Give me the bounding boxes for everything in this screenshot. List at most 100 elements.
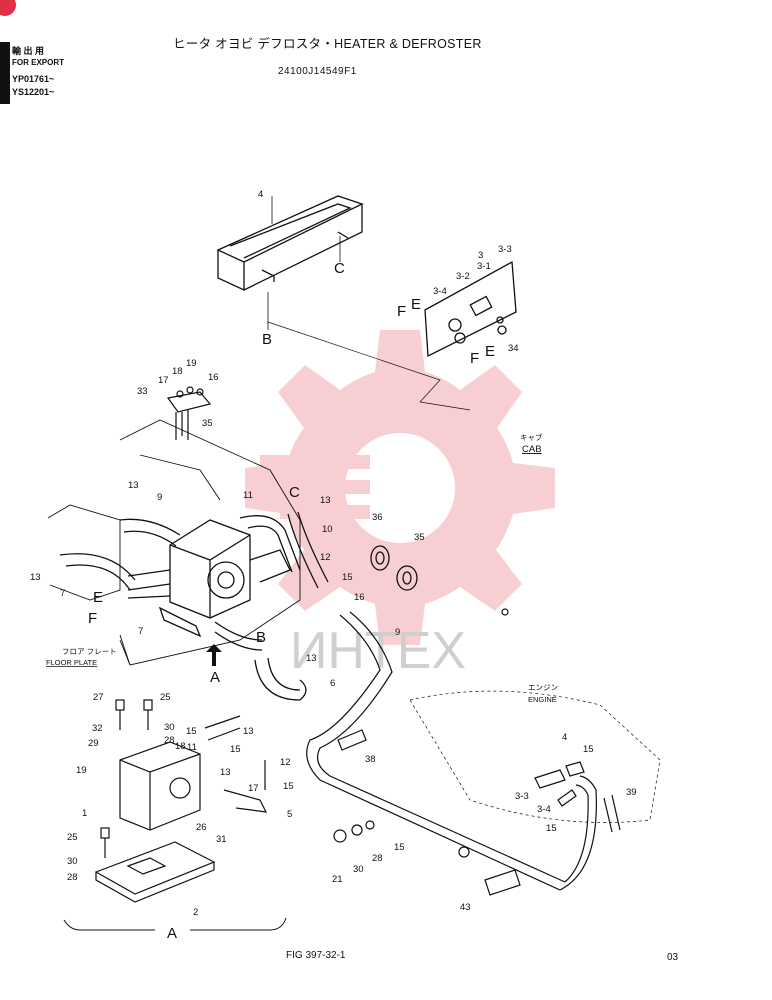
engine-outline	[409, 690, 661, 823]
callout-37: 34	[508, 343, 519, 354]
callout-11: 7	[138, 626, 143, 637]
ref-a-arrow: A	[210, 669, 220, 686]
callout-20f: 15	[546, 823, 557, 834]
callout-30: 27	[93, 692, 104, 703]
ref-b-hose: B	[256, 629, 266, 646]
callout-31b: 28	[67, 872, 78, 883]
callout-6: 3-3	[515, 791, 529, 802]
callout-15b: 11	[187, 742, 197, 753]
ref-a-bracket: A	[167, 925, 177, 942]
callout-labels: 4 3 3-3 3-1 3-2 3-4 34 19 18 17 16 33 35…	[30, 189, 637, 918]
callout-41: 38	[365, 754, 376, 765]
callout-28: 25	[160, 692, 171, 703]
callout-10: 6	[330, 678, 335, 689]
callout-33b: 30	[67, 856, 78, 867]
callout-26: 18	[172, 366, 183, 377]
grommets	[370, 545, 418, 591]
watermark-gear-icon	[245, 330, 555, 645]
floor-label-en: FLOOR PLATE	[46, 658, 97, 667]
callout-20c: 15	[230, 744, 241, 755]
callout-39: 35	[414, 532, 425, 543]
part-number: 24100J14549F1	[278, 66, 357, 77]
callout-20e: 15	[583, 744, 594, 755]
callout-34: 31	[216, 834, 227, 845]
page-title: ヒータ オヨビ デフロスタ・HEATER & DEFROSTER	[173, 37, 482, 51]
callout-27b: 19	[76, 765, 87, 776]
callout-36: 33	[137, 386, 148, 397]
callout-19: 15	[394, 842, 405, 853]
page-number: 03	[667, 952, 679, 963]
callout-7: 3-4	[537, 804, 551, 815]
callout-20d: 15	[283, 781, 294, 792]
heater-exploded	[94, 699, 268, 903]
callout-18: 13	[128, 480, 139, 491]
callout-17b: 13	[220, 767, 231, 778]
valve-parts	[333, 608, 585, 896]
callout-18b: 13	[320, 495, 331, 506]
callout-8: 4	[562, 732, 567, 743]
callout-20: 15	[342, 572, 353, 583]
export-label-en: FOR EXPORT	[12, 58, 65, 67]
callout-2: 2	[193, 907, 198, 918]
figure-number: FIG 397-32-1	[286, 950, 346, 961]
callout-28b: 25	[67, 832, 78, 843]
callout-9: 9	[157, 492, 162, 503]
serial-range-2: YS12201~	[12, 87, 55, 97]
floor-outline	[47, 419, 301, 666]
callout-4: 4	[258, 189, 263, 200]
callout-43: 43	[460, 902, 471, 913]
view-arrow-icon	[206, 644, 222, 666]
callout-3: 3	[478, 250, 483, 261]
heater-unit	[158, 519, 291, 638]
corner-badge	[0, 0, 16, 16]
callout-1: 1	[82, 808, 87, 819]
export-serial-box: 輸 出 用 FOR EXPORT YP01761~ YS12201~	[0, 42, 72, 104]
watermark-text: ИНТЕХ	[290, 622, 466, 680]
callout-32: 29	[88, 738, 99, 749]
callout-3-2: 3-2	[456, 271, 470, 282]
ref-f-heater: F	[88, 610, 97, 627]
callout-29: 26	[196, 822, 207, 833]
switch-assembly	[166, 386, 212, 440]
callout-38: 35	[202, 418, 213, 429]
engine-label-en: ENGINE	[528, 695, 557, 704]
callout-12: 7	[60, 588, 65, 599]
cab-label-en: CAB	[522, 444, 542, 455]
export-label-jp: 輸 出 用	[12, 46, 45, 56]
water-pipes	[306, 611, 621, 891]
callout-33c: 30	[353, 864, 364, 875]
cab-label-jp: キャブ	[520, 432, 543, 442]
ref-b-top: B	[262, 331, 272, 348]
reference-letters: C B F E F E C E F B A A	[88, 260, 495, 942]
ref-e-panel-b: E	[485, 343, 495, 360]
callout-40: 36	[372, 512, 383, 523]
callout-42: 39	[626, 787, 637, 798]
export-bar	[0, 42, 10, 104]
callout-20b: 15	[186, 726, 197, 737]
ref-f-panel: F	[397, 303, 406, 320]
callout-16: 12	[320, 552, 331, 563]
callout-3-1: 3-1	[477, 261, 491, 272]
floor-label-jp: フロア フレート	[62, 647, 117, 656]
callout-26b: 18	[175, 741, 186, 752]
callout-13: 10	[322, 524, 333, 535]
callout-18d: 13	[306, 653, 317, 664]
callout-33: 30	[164, 722, 175, 733]
callout-21: 21	[332, 874, 343, 885]
callout-14: 9	[395, 627, 400, 638]
callout-18c: 13	[30, 572, 41, 583]
ref-f-panel-b: F	[470, 350, 479, 367]
serial-range-1: YP01761~	[12, 74, 55, 84]
callout-23: 16	[354, 592, 365, 603]
callout-31c: 28	[372, 853, 383, 864]
heater-hoses	[59, 511, 329, 701]
callout-3-3: 3-3	[498, 244, 512, 255]
ref-e-panel: E	[411, 296, 421, 313]
callout-3-4: 3-4	[433, 286, 447, 297]
callout-25b: 17	[248, 783, 259, 794]
ref-c-top: C	[334, 260, 345, 277]
callout-27: 19	[186, 358, 197, 369]
callout-24: 16	[208, 372, 219, 383]
callout-25: 17	[158, 375, 169, 386]
